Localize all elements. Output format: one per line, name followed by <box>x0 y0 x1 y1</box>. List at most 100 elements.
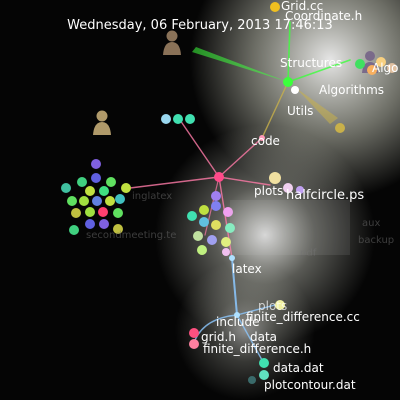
faded-label: backup <box>358 235 394 246</box>
file-cluster-bottom <box>189 300 285 384</box>
directory-label: code <box>251 134 280 148</box>
file-node-icon <box>197 245 207 255</box>
file-node-icon <box>296 186 304 194</box>
file-node-icon <box>99 186 109 196</box>
file-node-icon <box>283 183 293 193</box>
directory-label: latex <box>232 262 262 276</box>
file-node-icon <box>85 186 95 196</box>
file-node-icon <box>113 208 123 218</box>
user-avatar-icon <box>93 110 111 135</box>
file-node-icon <box>225 223 235 233</box>
user-avatar-icon <box>163 30 181 55</box>
file-node-icon <box>173 114 183 124</box>
file-node-icon <box>335 123 345 133</box>
directory-label: plots <box>258 299 287 313</box>
file-node-icon <box>69 225 79 235</box>
directory-label: plots <box>254 184 283 198</box>
overlapping-labels <box>230 200 350 255</box>
faded-label: secondmeeting.te <box>86 230 176 241</box>
file-label: Coordinate.h <box>285 9 362 23</box>
file-node-icon <box>376 57 386 67</box>
file-node-icon <box>270 2 280 12</box>
file-node-icon <box>269 172 281 184</box>
file-node-icon <box>92 196 102 206</box>
faded-label: pdf <box>300 248 317 259</box>
file-cluster-top <box>270 2 397 133</box>
file-node-icon <box>207 235 217 245</box>
edge <box>218 137 263 178</box>
edge <box>218 176 271 186</box>
file-node-icon <box>71 208 81 218</box>
file-node-icon <box>61 183 71 193</box>
file-label: finite_difference.h <box>203 342 311 356</box>
file-node-icon <box>113 224 123 234</box>
file-node-icon <box>121 183 131 193</box>
directory-node-icon <box>259 135 265 141</box>
file-node-icon <box>221 237 231 247</box>
file-label: Grid.cc <box>281 0 323 13</box>
directory-node-icon <box>234 312 240 318</box>
label-overlap-area <box>230 200 350 255</box>
edge <box>236 304 276 316</box>
file-node-icon <box>259 370 269 380</box>
edge <box>296 88 338 124</box>
directory-node-icon <box>214 172 224 182</box>
file-cluster-small <box>161 114 195 124</box>
directory-label: Algorithms <box>319 83 384 97</box>
file-label: plotcontour.dat <box>264 378 356 392</box>
file-node-icon <box>222 248 230 256</box>
file-node-icon <box>91 173 101 183</box>
file-label: grid.h <box>201 330 236 344</box>
file-node-icon <box>91 159 101 169</box>
directory-label: data <box>250 330 277 344</box>
file-node-icon <box>367 65 377 75</box>
file-node-icon <box>77 177 87 187</box>
file-node-icon <box>187 211 197 221</box>
file-node-icon <box>223 207 233 217</box>
directory-label: include <box>216 315 259 329</box>
faded-label: inglatex <box>132 191 172 202</box>
file-node-icon <box>259 358 269 368</box>
file-node-icon <box>193 231 203 241</box>
file-cluster-center <box>187 172 304 256</box>
file-node-icon <box>161 114 171 124</box>
file-node-icon <box>387 63 397 73</box>
file-node-icon <box>189 339 199 349</box>
file-node-icon <box>199 205 209 215</box>
file-node-icon <box>355 59 365 69</box>
edge <box>129 176 220 189</box>
edge <box>261 81 289 139</box>
file-label: halfcircle.ps <box>286 188 364 203</box>
file-node-icon <box>67 196 77 206</box>
edge <box>287 21 291 83</box>
edge <box>287 59 351 83</box>
edge <box>192 47 288 82</box>
file-node-icon <box>85 219 95 229</box>
file-label: data.dat <box>273 361 324 375</box>
edge <box>231 257 238 316</box>
file-node-icon <box>105 196 115 206</box>
edge <box>179 119 220 178</box>
file-node-icon <box>248 376 256 384</box>
file-node-icon <box>211 191 221 201</box>
edge <box>236 314 263 361</box>
file-label: Algo <box>372 61 399 75</box>
file-node-icon <box>106 177 116 187</box>
timestamp: Wednesday, 06 February, 2013 17:46:13 <box>67 18 333 33</box>
directory-label: Structures <box>280 56 342 70</box>
file-label: finite_difference.cc <box>246 310 360 324</box>
file-node-icon <box>189 328 199 338</box>
faded-label: aux <box>362 218 380 229</box>
file-node-icon <box>275 300 285 310</box>
file-node-icon <box>98 207 108 217</box>
file-node-icon <box>211 201 221 211</box>
file-node-icon <box>79 196 89 206</box>
file-node-icon <box>185 114 195 124</box>
directory-label: Utils <box>287 104 313 118</box>
file-cluster-left <box>61 159 131 235</box>
file-node-icon <box>115 194 125 204</box>
file-node-icon <box>211 220 221 230</box>
file-node-icon <box>85 207 95 217</box>
file-node-icon <box>291 86 299 94</box>
